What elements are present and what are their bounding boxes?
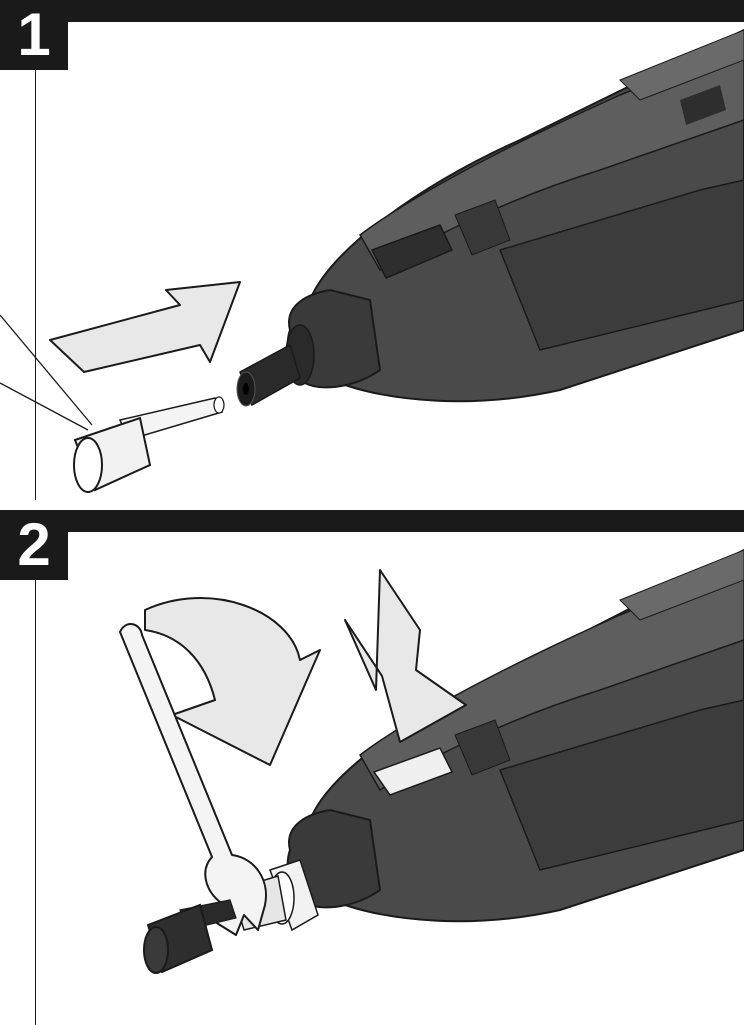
insert-arrow-icon (50, 282, 240, 372)
step-2-panel: 2 (0, 510, 744, 1025)
grinding-bit-icon (144, 900, 236, 973)
grinding-bit-icon (74, 397, 224, 492)
step-1-panel: 1 (0, 0, 744, 500)
step-1-illustration (0, 0, 744, 500)
press-arrow-icon (345, 570, 466, 742)
step-2-illustration (0, 510, 744, 1025)
rotary-tool-icon (286, 30, 744, 401)
collet-icon (237, 345, 300, 406)
rotary-tool-icon (288, 550, 744, 921)
